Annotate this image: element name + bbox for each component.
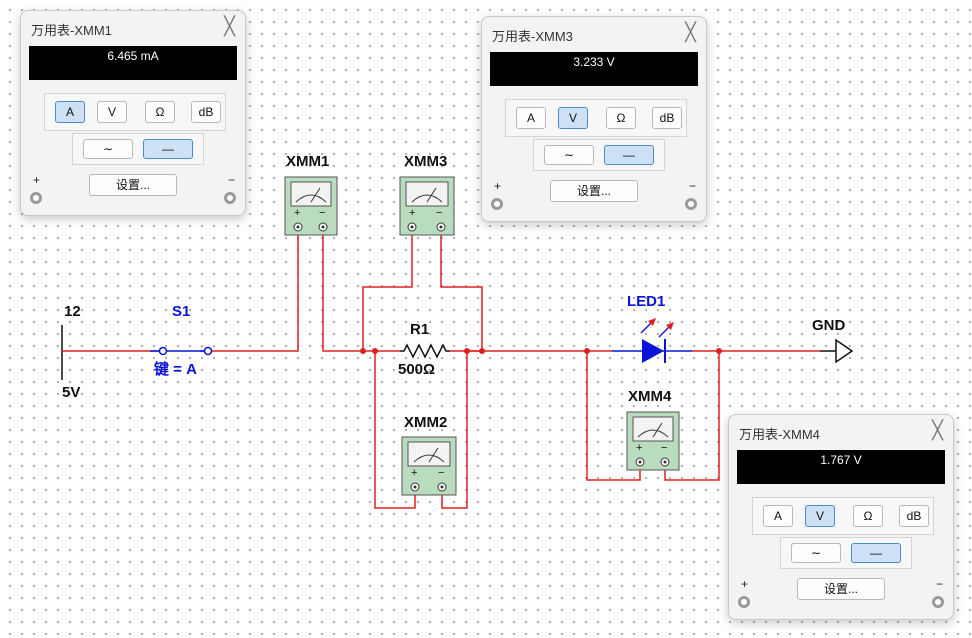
xmm4-label: XMM4 — [628, 388, 672, 405]
coupling-button-group: ∼ — — [533, 139, 665, 171]
mode-db-button[interactable]: dB — [191, 101, 221, 123]
svg-text:+: + — [636, 442, 642, 454]
mode-ohms-button[interactable]: Ω — [853, 505, 883, 527]
plus-terminal[interactable] — [30, 192, 42, 204]
meter-display: 1.767 V — [737, 450, 945, 484]
mode-amps-button[interactable]: A — [55, 101, 85, 123]
mode-db-button[interactable]: dB — [652, 107, 682, 129]
minus-sign: − — [935, 577, 943, 591]
mode-button-group: A V Ω dB — [505, 99, 687, 137]
ground-symbol[interactable] — [820, 338, 854, 364]
junction-dots — [360, 348, 722, 354]
mode-ohms-button[interactable]: Ω — [606, 107, 636, 129]
dc-button[interactable]: — — [851, 543, 901, 563]
minus-terminal[interactable] — [685, 198, 697, 210]
multimeter-window-xmm1[interactable]: 万用表-XMM1 ╳ 6.465 mA A V Ω dB ∼ — 设置... +… — [20, 10, 246, 216]
mode-ohms-button[interactable]: Ω — [145, 101, 175, 123]
mode-volts-button[interactable]: V — [558, 107, 588, 129]
wires[interactable] — [62, 232, 820, 509]
switch-s1[interactable] — [150, 346, 213, 356]
settings-button[interactable]: 设置... — [89, 174, 177, 196]
xmm1-label: XMM1 — [286, 153, 329, 170]
dc-button[interactable]: — — [604, 145, 654, 165]
xmm2-label: XMM2 — [404, 414, 447, 431]
minus-sign: − — [227, 173, 235, 187]
svg-text:+: + — [409, 207, 415, 219]
ac-button[interactable]: ∼ — [791, 543, 841, 563]
mode-db-button[interactable]: dB — [899, 505, 929, 527]
svg-text:+: + — [294, 207, 300, 219]
settings-button[interactable]: 设置... — [550, 180, 638, 202]
meter-controls: A V Ω dB ∼ — — [491, 93, 697, 175]
svg-text:+: + — [411, 467, 417, 479]
meter-display: 3.233 V — [490, 52, 698, 86]
mode-amps-button[interactable]: A — [516, 107, 546, 129]
mode-volts-button[interactable]: V — [805, 505, 835, 527]
dc-button[interactable]: — — [143, 139, 193, 159]
xmm3-label: XMM3 — [404, 153, 447, 170]
mode-button-group: A V Ω dB — [44, 93, 226, 131]
minus-terminal[interactable] — [224, 192, 236, 204]
led1[interactable] — [612, 318, 692, 363]
window-title: 万用表-XMM1 — [31, 23, 112, 38]
svg-text:−: − — [661, 442, 667, 454]
meter-reading: 1.767 V — [820, 453, 862, 467]
led-name-label: LED1 — [627, 293, 665, 310]
ac-button[interactable]: ∼ — [544, 145, 594, 165]
plus-sign: + — [33, 173, 41, 187]
plus-terminal[interactable] — [738, 596, 750, 608]
plus-terminal[interactable] — [491, 198, 503, 210]
coupling-button-group: ∼ — — [780, 537, 912, 569]
resistor-r1[interactable] — [400, 343, 450, 359]
close-icon[interactable]: ╳ — [932, 420, 943, 440]
meter-display: 6.465 mA — [29, 46, 237, 80]
window-title: 万用表-XMM3 — [492, 29, 573, 44]
mode-button-group: A V Ω dB — [752, 497, 934, 535]
xmm3-symbol[interactable]: +− — [399, 176, 455, 236]
meter-controls: A V Ω dB ∼ — — [738, 491, 944, 573]
multimeter-window-xmm4[interactable]: 万用表-XMM4 ╳ 1.767 V A V Ω dB ∼ — 设置... + … — [728, 414, 954, 620]
xmm4-symbol[interactable]: +− — [626, 411, 680, 471]
svg-text:−: − — [319, 207, 325, 219]
source-top-label: 12 — [64, 303, 81, 320]
coupling-button-group: ∼ — — [72, 133, 204, 165]
minus-sign: − — [688, 179, 696, 193]
settings-button[interactable]: 设置... — [797, 578, 885, 600]
xmm1-symbol[interactable]: +− — [284, 176, 338, 236]
plus-sign: + — [494, 179, 502, 193]
meter-reading: 3.233 V — [573, 55, 615, 69]
ac-button[interactable]: ∼ — [83, 139, 133, 159]
switch-key-label: 键 = A — [153, 360, 197, 378]
minus-terminal[interactable] — [932, 596, 944, 608]
svg-text:−: − — [436, 207, 442, 219]
multimeter-window-xmm3[interactable]: 万用表-XMM3 ╳ 3.233 V A V Ω dB ∼ — 设置... + … — [481, 16, 707, 222]
close-icon[interactable]: ╳ — [685, 22, 696, 42]
resistor-value-label: 500Ω — [398, 361, 435, 378]
meter-reading: 6.465 mA — [107, 49, 159, 63]
ground-label: GND — [812, 317, 846, 334]
window-title: 万用表-XMM4 — [739, 427, 820, 442]
mode-volts-button[interactable]: V — [97, 101, 127, 123]
svg-text:−: − — [438, 467, 444, 479]
switch-name-label: S1 — [172, 303, 190, 320]
meter-controls: A V Ω dB ∼ — — [30, 87, 236, 169]
xmm2-symbol[interactable]: +− — [401, 436, 457, 496]
plus-sign: + — [741, 577, 749, 591]
resistor-name-label: R1 — [410, 321, 429, 338]
mode-amps-button[interactable]: A — [763, 505, 793, 527]
close-icon[interactable]: ╳ — [224, 16, 235, 36]
source-voltage-label: 5V — [62, 384, 80, 401]
